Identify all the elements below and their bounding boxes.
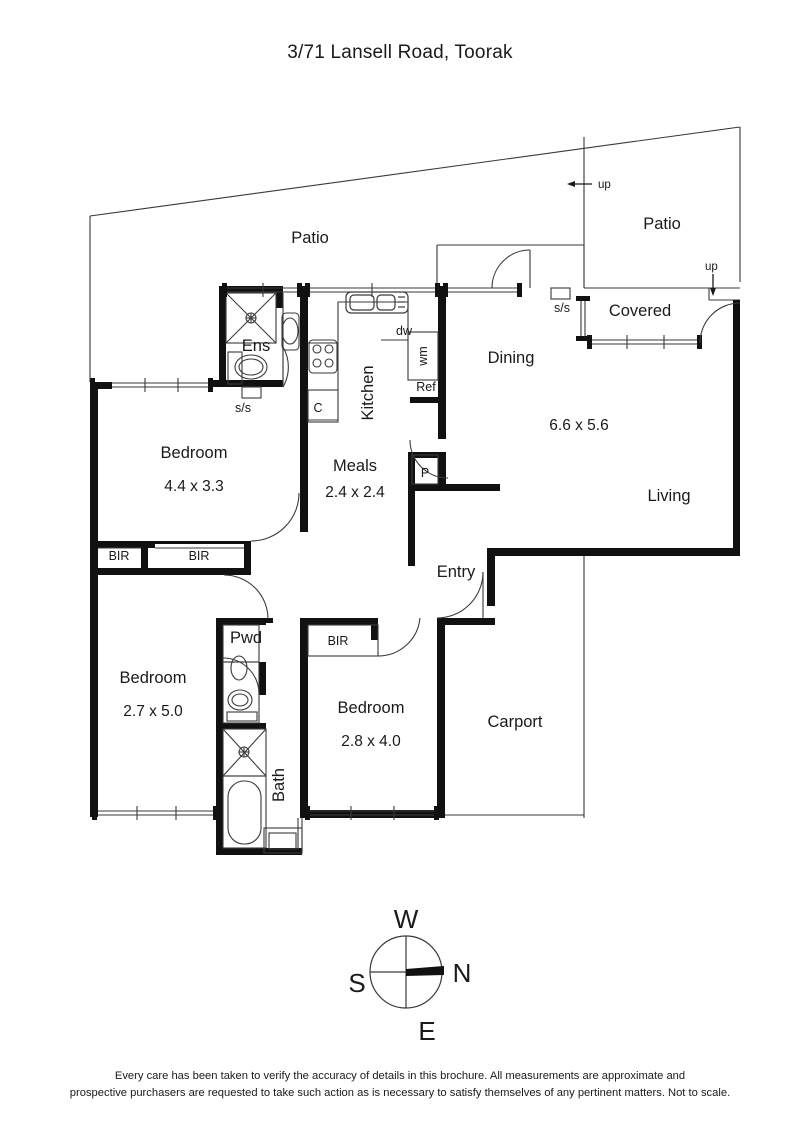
room-label-meals: Meals (333, 457, 377, 475)
room-dim-meals: 2.4 x 2.4 (325, 484, 385, 501)
windows (98, 283, 700, 850)
room-label-bedroom-main: Bedroom (161, 444, 228, 462)
basin-ensuite-icon (281, 312, 300, 351)
disclaimer-line-2: prospective purchasers are requested to … (69, 1087, 731, 1099)
interior-thin-lines (98, 245, 585, 854)
room-label-dining: Dining (488, 349, 535, 367)
fixture-label-pantry: P (421, 466, 429, 480)
stairs-up-right-label: up (705, 261, 718, 273)
fixture-label-bir-large: BIR (189, 549, 210, 563)
cooktop-icon (312, 344, 334, 368)
stairs-up-left-label: up (598, 179, 611, 191)
fixture-label-bir-small: BIR (109, 549, 130, 563)
room-label-bedroom-three: Bedroom (338, 699, 405, 717)
compass-label-east: E (418, 1016, 435, 1046)
room-dim-bedroom-main: 4.4 x 3.3 (164, 478, 223, 495)
basin-powder-icon (230, 655, 248, 681)
shower-ensuite-icon (225, 292, 277, 344)
compass-label-west: W (394, 904, 419, 934)
room-dim-bedroom-two: 2.7 x 5.0 (123, 703, 183, 720)
room-label-bath: Bath (270, 768, 288, 802)
sliding-door-marks (241, 287, 571, 399)
annotation-ss-dining: s/s (554, 301, 570, 315)
room-label-entry: Entry (437, 563, 476, 581)
fixture-label-refrigerator: Ref (416, 380, 436, 394)
room-dim-living: 6.6 x 5.6 (549, 417, 608, 434)
shower-bath-icon (222, 728, 267, 777)
fixture-label-dishwasher: dw (396, 324, 413, 338)
door-swings (222, 249, 741, 695)
compass-rose (369, 935, 444, 1009)
room-label-powder: Pwd (230, 629, 262, 647)
fixture-label-cupboard: C (313, 401, 322, 415)
compass-label-north: N (453, 958, 472, 988)
bathtub-icon (227, 780, 262, 845)
room-label-covered: Covered (609, 302, 671, 320)
room-label-kitchen: Kitchen (359, 365, 377, 420)
room-dim-bedroom-three: 2.8 x 4.0 (341, 733, 401, 750)
room-label-living: Living (647, 487, 690, 505)
stairs-up-left-arrow (567, 181, 592, 187)
structural-walls (90, 286, 740, 855)
compass-label-south: S (348, 968, 365, 998)
room-label-ensuite: Ens (242, 337, 270, 355)
stairs-up-right-arrow (710, 274, 716, 296)
toilet-ensuite-icon (234, 354, 268, 380)
fixture-label-washing-machine: wm (416, 346, 430, 366)
room-label-carport: Carport (487, 713, 542, 731)
annotation-ss-ensuite: s/s (235, 401, 251, 415)
disclaimer-line-1: Every care has been taken to verify the … (114, 1070, 686, 1082)
kitchen-sink-icon (345, 291, 409, 314)
room-label-patio-left: Patio (291, 229, 329, 247)
page-title: 3/71 Lansell Road, Toorak (287, 42, 513, 63)
room-label-bedroom-two: Bedroom (120, 669, 187, 687)
disclaimer-note: Every care has been taken to verify the … (0, 1068, 800, 1102)
toilet-powder-icon (226, 689, 258, 722)
room-label-patio-right: Patio (643, 215, 681, 233)
fixture-label-bir-bedroom-three: BIR (328, 634, 349, 648)
